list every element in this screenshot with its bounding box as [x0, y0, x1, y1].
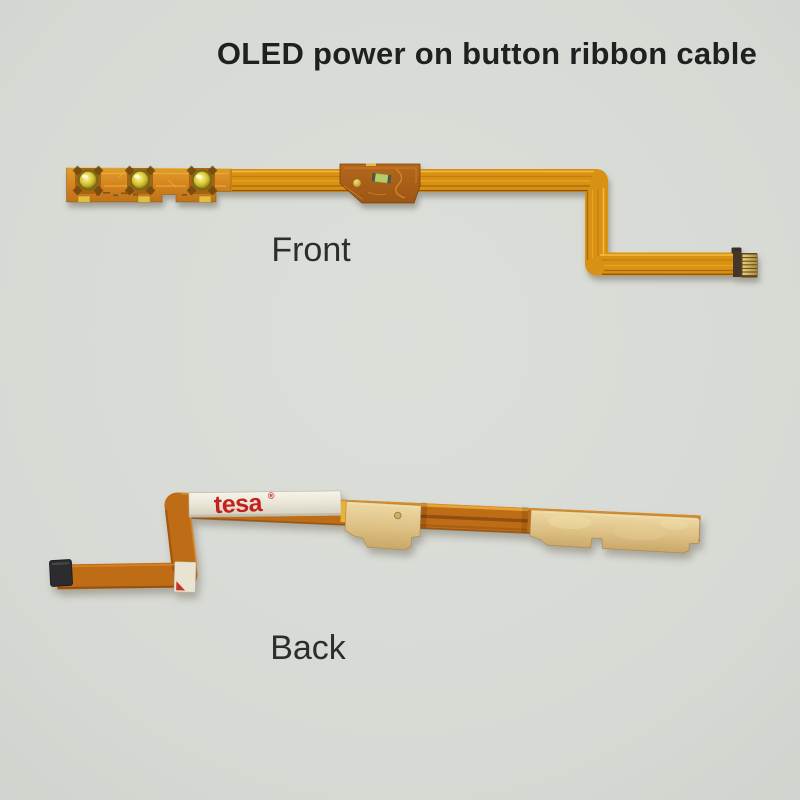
- ribbon-edge-highlight: [189, 511, 198, 567]
- stiffener-sheen: [547, 514, 592, 530]
- ribbon-center-line: [420, 514, 528, 523]
- connector-dark-band: [733, 251, 742, 277]
- pad-inner-border: [343, 185, 364, 200]
- stiffener-sheen: [660, 519, 689, 530]
- front-component-pad: [339, 163, 421, 204]
- gold-finger: [742, 258, 757, 261]
- button-pad-tab: [145, 185, 156, 196]
- copper-trace: [395, 168, 406, 199]
- exposed-ribbon-section: [420, 502, 529, 534]
- connector-wrap-highlight: [51, 562, 70, 566]
- button-pad-tab: [186, 185, 197, 196]
- page-title: OLED power on button ribbon cable: [217, 36, 757, 71]
- stiffener-main-base: [529, 509, 701, 554]
- back-label: Back: [270, 629, 347, 667]
- button-pad-tab: [124, 165, 135, 176]
- gold-finger: [742, 268, 757, 272]
- pad-top-glint: [366, 163, 376, 166]
- tape-bottom-shade: [189, 512, 342, 518]
- button-dome: [79, 171, 97, 189]
- stiffener-main: [529, 509, 701, 554]
- button-pad-tab: [93, 185, 104, 196]
- smd-led-component: [371, 172, 392, 184]
- contact-pad: [198, 195, 212, 203]
- front-cable-assembly: [66, 163, 758, 278]
- ribbon-edge-highlight: [421, 504, 529, 512]
- back-connector-tip: [49, 559, 73, 587]
- button-highlight: [82, 174, 88, 179]
- stiffener-hole: [393, 511, 402, 520]
- stiffener-edge-shadow: [521, 506, 529, 534]
- stiffener-sheen: [613, 523, 666, 541]
- led-terminal: [371, 172, 376, 182]
- contact-pad: [77, 195, 91, 203]
- button-pad-tab: [72, 185, 83, 196]
- dome-button: [186, 165, 218, 196]
- led-terminal: [387, 174, 392, 184]
- tesa-brand-text: tesa: [213, 489, 264, 519]
- copper-trace: [367, 191, 387, 196]
- corner-sticker: [173, 561, 197, 593]
- gold-finger: [742, 265, 757, 268]
- pad-inner-border: [344, 167, 417, 183]
- button-pad-tab: [207, 185, 218, 196]
- front-connector-end: [731, 247, 758, 278]
- stiffener-top-glint: [533, 511, 695, 520]
- contact-pad: [137, 195, 151, 203]
- button-dome: [193, 171, 211, 189]
- gold-finger: [742, 261, 757, 265]
- copper-trace: [117, 170, 177, 188]
- connector-black-wrap: [49, 559, 73, 587]
- sticker-base: [173, 561, 197, 593]
- button-pad-tab: [207, 165, 218, 176]
- dome-button: [124, 165, 156, 196]
- ribbon-edge-highlight: [59, 563, 183, 568]
- stiffener-edge-shadow: [420, 502, 428, 529]
- stiffener-top-glint: [348, 502, 420, 508]
- button-pad-tab: [124, 185, 135, 196]
- tesa-registered-mark: ®: [268, 491, 275, 501]
- gold-finger: [742, 272, 757, 276]
- dome-button: [72, 165, 104, 196]
- button-dome: [131, 171, 149, 189]
- button-pad-tab: [186, 165, 197, 176]
- kapton-sliver: [340, 501, 347, 523]
- ribbon-edge-shade: [420, 524, 528, 531]
- ribbon-edge-shade: [57, 585, 185, 589]
- tesa-tape: tesa ®: [188, 489, 342, 519]
- button-highlight: [134, 174, 140, 179]
- button-highlight: [196, 174, 202, 179]
- button-pad-tab: [93, 165, 104, 176]
- front-button-board: [66, 165, 232, 203]
- front-label: Front: [271, 231, 351, 269]
- back-cable-assembly: tesa ®: [49, 489, 701, 593]
- button-pad-tab: [72, 165, 83, 176]
- button-pad-tab: [145, 165, 156, 176]
- back-top-run-overlays: tesa ®: [188, 489, 701, 554]
- copper-trace: [100, 172, 228, 187]
- ribbon-edge-shade: [165, 509, 175, 572]
- gold-test-pad: [352, 178, 362, 188]
- sticker-red-triangle: [176, 581, 186, 591]
- gold-finger: [742, 254, 757, 258]
